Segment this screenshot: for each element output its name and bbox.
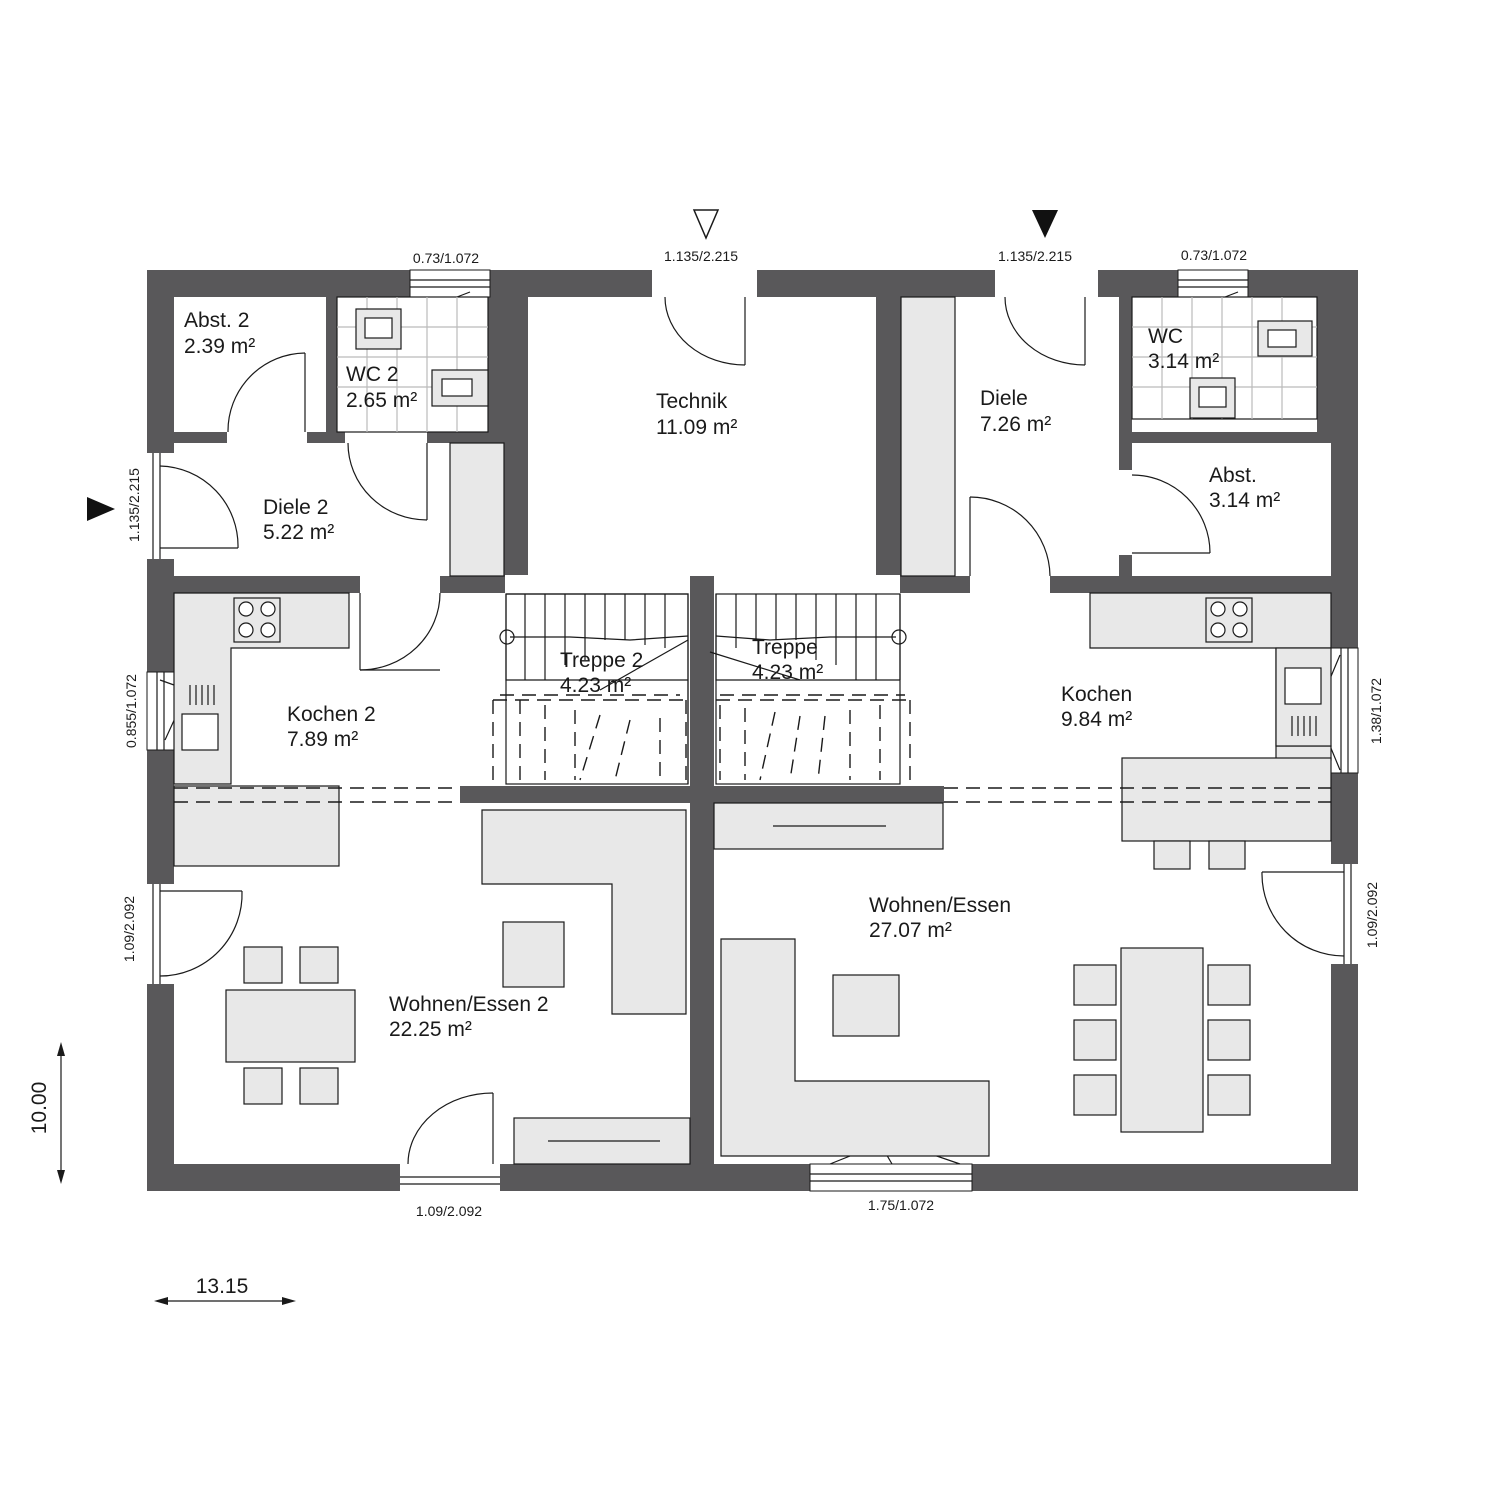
room-wc2-name: WC 2 [346, 363, 399, 386]
room-kochen-area: 9.84 m² [1061, 708, 1132, 731]
room-diele2-name: Diele 2 [263, 496, 328, 519]
dim-right-window: 1.38/1.072 [1368, 678, 1384, 744]
room-abst-name: Abst. [1209, 464, 1257, 487]
dim-top-window-left: 0.73/1.072 [413, 250, 479, 266]
dim-left-window: 0.855/1.072 [123, 674, 139, 748]
room-treppe-name: Treppe [752, 636, 818, 659]
room-technik-area: 11.09 m² [656, 416, 737, 439]
openings [146, 269, 1359, 1192]
room-abst2-area: 2.39 m² [184, 335, 255, 358]
dim-depth: 10.00 [28, 1082, 51, 1135]
room-kochen-name: Kochen [1061, 683, 1132, 706]
room-abst-area: 3.14 m² [1209, 489, 1280, 512]
room-wc-area: 3.14 m² [1148, 350, 1219, 373]
overall-dimensions: 10.00 13.15 [28, 1042, 296, 1305]
room-treppe2-name: Treppe 2 [560, 649, 643, 672]
room-wohnen2-name: Wohnen/Essen 2 [389, 993, 549, 1016]
room-abst2-name: Abst. 2 [184, 309, 249, 332]
room-wohnen-name: Wohnen/Essen [869, 894, 1011, 917]
room-kochen2-name: Kochen 2 [287, 703, 376, 726]
room-diele2-area: 5.22 m² [263, 521, 334, 544]
entrance-arrow-side-icon [87, 497, 115, 521]
room-wohnen2-area: 22.25 m² [389, 1018, 472, 1041]
room-diele-name: Diele [980, 387, 1028, 410]
dim-top-door-mid: 1.135/2.215 [664, 248, 738, 264]
room-wohnen-area: 27.07 m² [869, 919, 952, 942]
dim-top-window-right: 0.73/1.072 [1181, 247, 1247, 263]
room-kochen2-area: 7.89 m² [287, 728, 358, 751]
entrance-markers [87, 209, 1058, 521]
dim-bottom-window: 1.75/1.072 [868, 1197, 934, 1213]
dim-right-terrace: 1.09/2.092 [1364, 882, 1380, 948]
room-labels: Abst. 2 2.39 m² WC 2 2.65 m² Technik 11.… [184, 309, 1280, 1041]
room-treppe-area: 4.23 m² [752, 661, 823, 684]
room-treppe2-area: 4.23 m² [560, 674, 631, 697]
dim-width: 13.15 [196, 1275, 249, 1298]
entrance-arrow-open-icon [692, 209, 720, 240]
room-diele-area: 7.26 m² [980, 413, 1051, 436]
furniture [173, 296, 1332, 1165]
stairs [174, 593, 1331, 803]
entrance-arrow-filled-icon [1032, 210, 1058, 238]
dim-left-terrace: 1.09/2.092 [121, 896, 137, 962]
room-wc2-area: 2.65 m² [346, 389, 417, 412]
door-swings [159, 291, 1345, 1165]
room-technik-name: Technik [656, 390, 728, 413]
dim-bottom-door: 1.09/2.092 [416, 1203, 482, 1219]
dim-left-door: 1.135/2.215 [126, 468, 142, 542]
dim-top-door-right: 1.135/2.215 [998, 248, 1072, 264]
room-wc-name: WC [1148, 325, 1183, 348]
opening-labels: 0.73/1.072 1.135/2.215 1.135/2.215 0.73/… [121, 247, 1384, 1219]
